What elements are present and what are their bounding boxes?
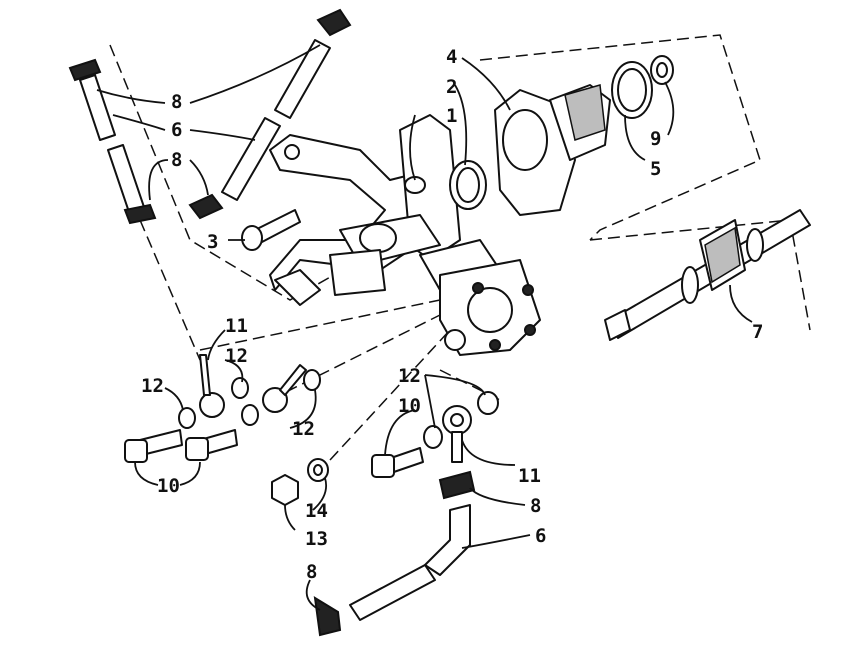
callout-10: 10 [157,475,180,497]
callout-5: 5 [650,158,661,180]
callout-1: 1 [446,105,457,127]
callout-9: 9 [650,128,661,150]
hose-clamp [123,203,157,225]
callout-8: 8 [171,91,182,113]
oil-hose-lower [313,504,471,637]
callout-11: 11 [225,315,248,337]
callout-3: 3 [207,231,218,253]
callout-4: 4 [446,46,457,68]
callout-6: 6 [535,525,546,547]
drain-plug [271,458,329,506]
bolt-3 [241,209,301,251]
callout-labels: 8 6 8 1 2 4 3 9 5 7 11 12 12 12 10 12 10… [141,46,763,583]
oil-pump-body [329,114,541,356]
callout-8: 8 [306,561,317,583]
leader-lines [96,44,753,611]
callout-8: 8 [171,149,182,171]
callout-10: 10 [398,395,421,417]
callout-12: 12 [292,418,315,440]
left-fittings [124,354,321,463]
callout-12: 12 [225,345,248,367]
hose-clamp [313,596,342,637]
hose-clamp [438,470,476,500]
callout-7: 7 [752,321,763,343]
callout-14: 14 [305,500,328,522]
right-fittings [371,391,499,500]
hose-clamp [316,8,352,37]
pump-cover [449,55,674,216]
callout-12: 12 [398,365,421,387]
callout-11: 11 [518,465,541,487]
drive-shaft [604,209,811,341]
callout-6: 6 [171,119,182,141]
oil-hose-upper [68,8,352,225]
callout-2: 2 [446,76,457,98]
hose-clamp [188,193,224,220]
callout-13: 13 [305,528,328,550]
hose-clamp [68,58,102,82]
callout-8: 8 [530,495,541,517]
callout-12: 12 [141,375,164,397]
